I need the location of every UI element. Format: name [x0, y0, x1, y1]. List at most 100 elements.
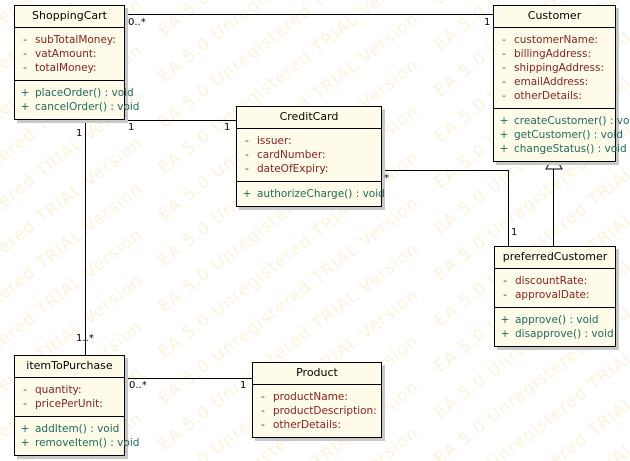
- class-shopping-cart[interactable]: ShoppingCart - subTotalMoney: - vatAmoun…: [14, 5, 140, 121]
- visibility-marker: -: [23, 398, 27, 411]
- attributes-product: - productName: - productDescription: - o…: [253, 385, 381, 437]
- attribute-label: subTotalMoney:: [35, 34, 116, 47]
- attributes-shopping-cart: - subTotalMoney: - vatAmount: - totalMon…: [15, 28, 124, 80]
- attribute-label: dateOfExpiry:: [257, 163, 329, 176]
- class-credit-card[interactable]: CreditCard - issuer: - cardNumber: - dat…: [236, 106, 385, 208]
- visibility-marker: +: [499, 129, 509, 142]
- compartment-divider: [15, 416, 124, 418]
- compartment-divider: [15, 377, 124, 379]
- class-name-preferred-customer: preferredCustomer: [502, 250, 608, 263]
- multiplicity-cart-creditcard-target: 1: [224, 122, 231, 133]
- operation-label: removeItem() : void: [35, 437, 140, 450]
- visibility-marker: -: [23, 34, 27, 47]
- visibility-marker: -: [245, 163, 249, 176]
- class-product[interactable]: Product - productName: - productDescript…: [252, 362, 382, 439]
- operation-row: + placeOrder() : void: [15, 86, 134, 100]
- visibility-marker: -: [502, 76, 506, 89]
- visibility-marker: -: [261, 405, 265, 418]
- class-item-to-purchase[interactable]: itemToPurchase - quantity: - pricePerUni…: [14, 355, 140, 457]
- class-preferred-customer[interactable]: preferredCustomer - discountRate: - appr…: [494, 246, 616, 348]
- operation-label: changeStatus() : void: [514, 143, 627, 156]
- attribute-label: vatAmount:: [35, 48, 97, 61]
- visibility-marker: -: [245, 149, 249, 162]
- operation-label: getCustomer() : void: [514, 129, 623, 142]
- attributes-preferred-customer: - discountRate: - approvalDate:: [495, 269, 615, 307]
- visibility-marker: +: [20, 87, 30, 100]
- compartment-divider: [15, 27, 124, 29]
- operations-item-to-purchase: + addItem() : void + removeItem() : void: [15, 417, 140, 455]
- connector-creditcard-preferred-horizontal: [382, 170, 508, 171]
- attribute-row: - emailAddress:: [494, 75, 613, 89]
- attribute-row: - productName:: [253, 390, 379, 404]
- compartment-divider: [237, 181, 381, 183]
- operation-row: + changeStatus() : void: [494, 142, 627, 156]
- operation-label: createCustomer() : void: [514, 115, 630, 128]
- class-name-shopping-cart: ShoppingCart: [32, 9, 107, 22]
- attributes-item-to-purchase: - quantity: - pricePerUnit:: [15, 378, 124, 416]
- visibility-marker: -: [23, 62, 27, 75]
- multiplicity-cart-customer-target: 1: [484, 17, 491, 28]
- visibility-marker: -: [502, 62, 506, 75]
- visibility-marker: +: [499, 143, 509, 156]
- multiplicity-cart-item-source: 1: [76, 128, 83, 139]
- visibility-marker: +: [500, 328, 510, 341]
- attribute-label: approvalDate:: [515, 289, 590, 302]
- attribute-row: - pricePerUnit:: [15, 397, 122, 411]
- visibility-marker: +: [499, 115, 509, 128]
- attribute-row: - billingAddress:: [494, 47, 613, 61]
- connector-item-product: [125, 378, 252, 379]
- operation-label: addItem() : void: [35, 423, 120, 436]
- visibility-marker: -: [261, 419, 265, 432]
- operations-customer: + createCustomer() : void + getCustomer(…: [494, 109, 630, 161]
- attribute-label: totalMoney:: [35, 62, 97, 75]
- attribute-label: otherDetails:: [514, 90, 582, 103]
- attribute-label: productDescription:: [273, 405, 377, 418]
- connector-cart-customer: [125, 14, 493, 15]
- attribute-row: - subTotalMoney:: [15, 33, 122, 47]
- visibility-marker: -: [245, 135, 249, 148]
- attribute-row: - customerName:: [494, 33, 613, 47]
- operation-label: authorizeCharge() : void: [257, 188, 385, 201]
- attribute-label: pricePerUnit:: [35, 398, 103, 411]
- visibility-marker: +: [20, 423, 30, 436]
- multiplicity-creditcard-preferred-source: *: [384, 173, 389, 184]
- attributes-customer: - customerName: - billingAddress: - ship…: [494, 28, 615, 108]
- compartment-divider: [237, 128, 381, 130]
- visibility-marker: +: [242, 188, 252, 201]
- visibility-marker: -: [503, 289, 507, 302]
- connector-cart-item: [85, 122, 86, 355]
- attribute-row: - productDescription:: [253, 404, 379, 418]
- attribute-label: shippingAddress:: [514, 62, 604, 75]
- attribute-row: - issuer:: [237, 134, 379, 148]
- attribute-label: otherDetails:: [273, 419, 341, 432]
- attribute-row: - totalMoney:: [15, 61, 122, 75]
- visibility-marker: -: [502, 34, 506, 47]
- multiplicity-item-product-target: 1: [240, 380, 247, 391]
- visibility-marker: +: [20, 101, 30, 114]
- class-name-product: Product: [296, 366, 338, 379]
- multiplicity-cart-creditcard-source: 1: [128, 122, 135, 133]
- attribute-row: - dateOfExpiry:: [237, 162, 379, 176]
- connector-creditcard-preferred-vertical: [508, 170, 509, 246]
- compartment-divider: [494, 108, 615, 110]
- class-name-item-to-purchase: itemToPurchase: [26, 359, 113, 372]
- visibility-marker: -: [502, 90, 506, 103]
- attribute-label: issuer:: [257, 135, 292, 148]
- operation-label: cancelOrder() : void: [35, 101, 140, 114]
- visibility-marker: -: [23, 384, 27, 397]
- multiplicity-creditcard-preferred-target: 1: [511, 227, 518, 238]
- attribute-row: - otherDetails:: [494, 89, 613, 103]
- visibility-marker: -: [23, 48, 27, 61]
- operation-label: placeOrder() : void: [35, 87, 134, 100]
- class-customer[interactable]: Customer - customerName: - billingAddres…: [493, 5, 630, 163]
- operation-row: + disapprove() : void: [495, 327, 614, 341]
- compartment-divider: [495, 307, 615, 309]
- multiplicity-cart-item-target: 1..*: [76, 333, 94, 344]
- operations-shopping-cart: + placeOrder() : void + cancelOrder() : …: [15, 81, 140, 119]
- operation-row: + getCustomer() : void: [494, 128, 623, 142]
- operations-preferred-customer: + approve() : void + disapprove() : void: [495, 308, 615, 346]
- attribute-row: - otherDetails:: [253, 418, 379, 432]
- attribute-label: discountRate:: [515, 275, 588, 288]
- multiplicity-item-product-source: 0..*: [129, 380, 147, 391]
